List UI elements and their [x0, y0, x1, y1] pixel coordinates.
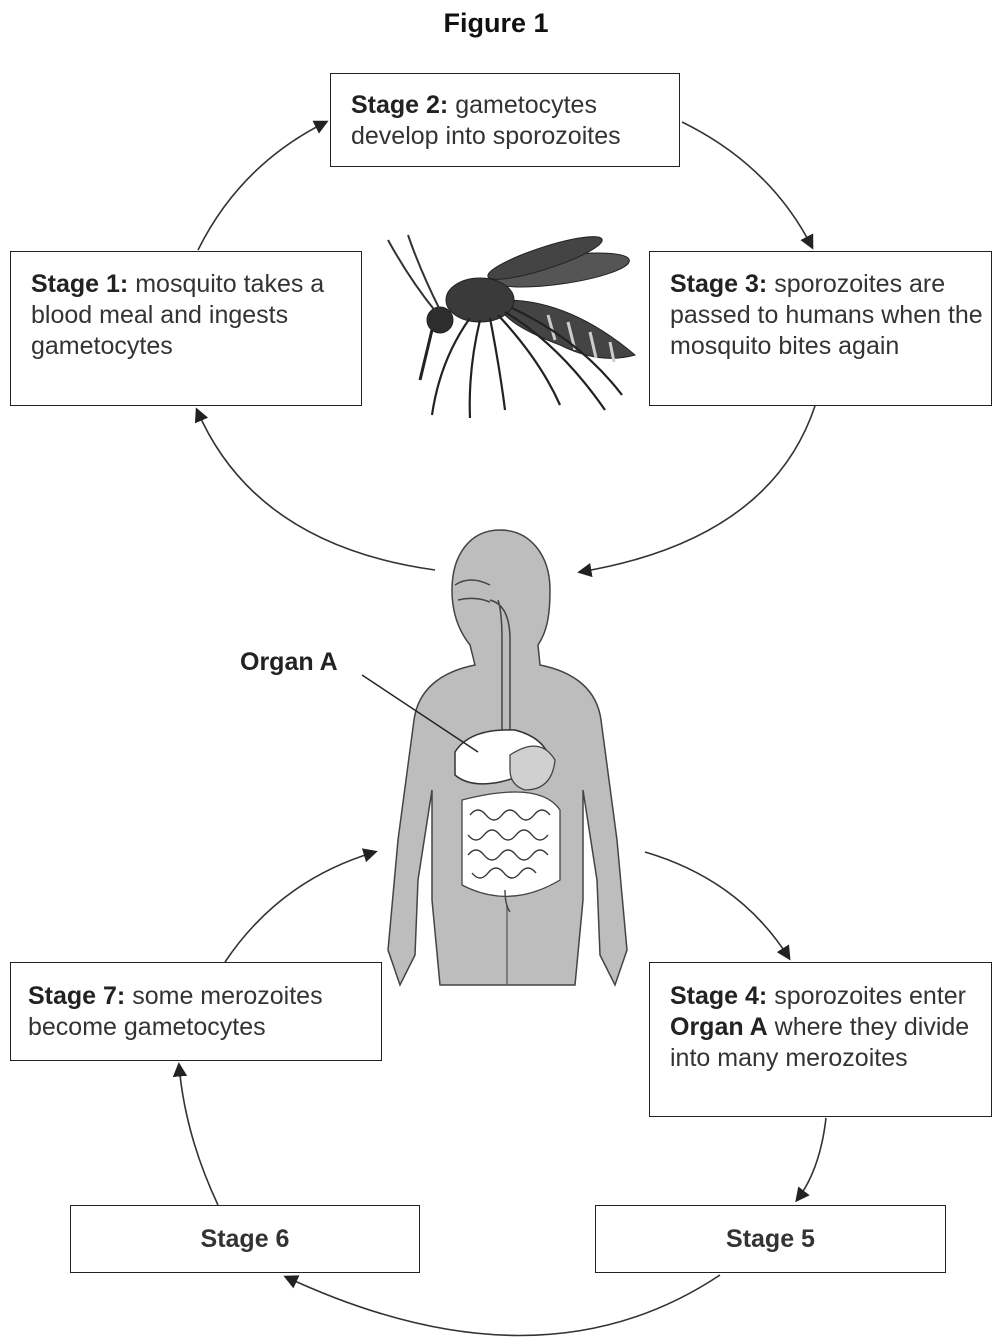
arrow-stage5-to-stage6: [286, 1275, 720, 1336]
stage-5-label: Stage 5: [726, 1225, 815, 1253]
arrow-human-to-stage1: [197, 410, 435, 570]
mosquito-illustration: [388, 229, 635, 418]
arrow-stage6-to-stage7: [179, 1065, 218, 1205]
arrow-stage4-to-stage5: [797, 1118, 826, 1200]
stage-4-label: Stage 4:: [670, 982, 767, 1010]
arrow-stage2-to-stage3: [682, 122, 812, 247]
human-body-illustration: [388, 530, 627, 985]
stage-1-box: Stage 1: mosquito takes a blood meal and…: [10, 251, 362, 406]
arrow-stage3-to-human: [580, 406, 815, 572]
stage-4-text-before: sporozoites enter: [774, 982, 966, 1010]
arrow-human-to-stage4: [645, 852, 789, 958]
organ-a-label: Organ A: [240, 648, 338, 677]
stage-6-label: Stage 6: [201, 1225, 290, 1253]
stage-5-box: Stage 5: [595, 1205, 946, 1273]
stage-2-box: Stage 2: gametocytes develop into sporoz…: [330, 73, 680, 167]
stage-1-label: Stage 1:: [31, 270, 128, 298]
arrow-stage7-to-human: [225, 852, 375, 962]
stage-3-label: Stage 3:: [670, 270, 767, 298]
stage-6-box: Stage 6: [70, 1205, 420, 1273]
stage-7-label: Stage 7:: [28, 982, 125, 1010]
stage-7-box: Stage 7: some merozoites become gametocy…: [10, 962, 382, 1061]
stage-4-organ: Organ A: [670, 1013, 768, 1041]
arrow-stage1-to-stage2: [198, 122, 326, 250]
stage-4-box: Stage 4: sporozoites enter Organ A where…: [649, 962, 992, 1117]
stage-3-box: Stage 3: sporozoites are passed to human…: [649, 251, 992, 406]
stage-2-label: Stage 2:: [351, 91, 448, 119]
